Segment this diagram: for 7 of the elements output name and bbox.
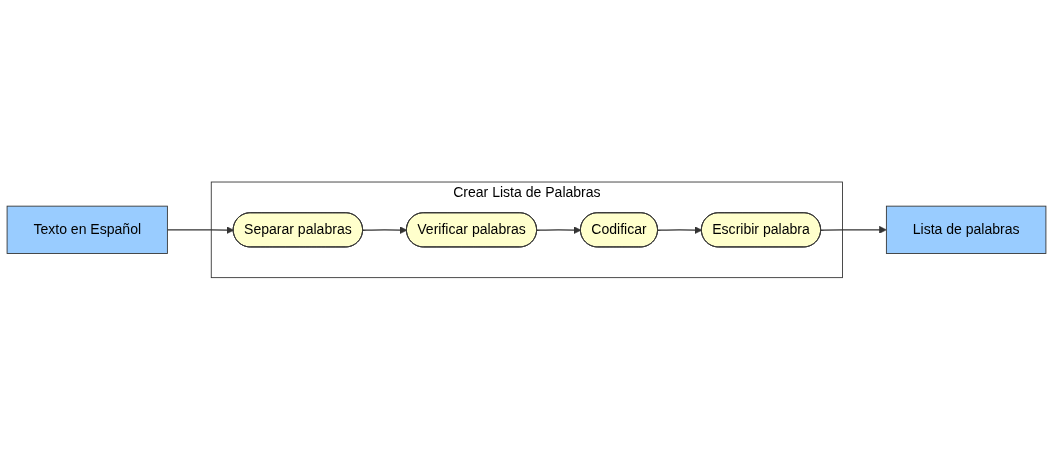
node-box: Lista de palabras <box>885 205 1047 255</box>
arrow <box>657 226 703 235</box>
arrow <box>362 226 408 235</box>
node-box: Texto en Español <box>6 205 168 255</box>
arrow <box>820 226 887 234</box>
arrow <box>536 226 582 235</box>
arrow <box>166 226 234 235</box>
